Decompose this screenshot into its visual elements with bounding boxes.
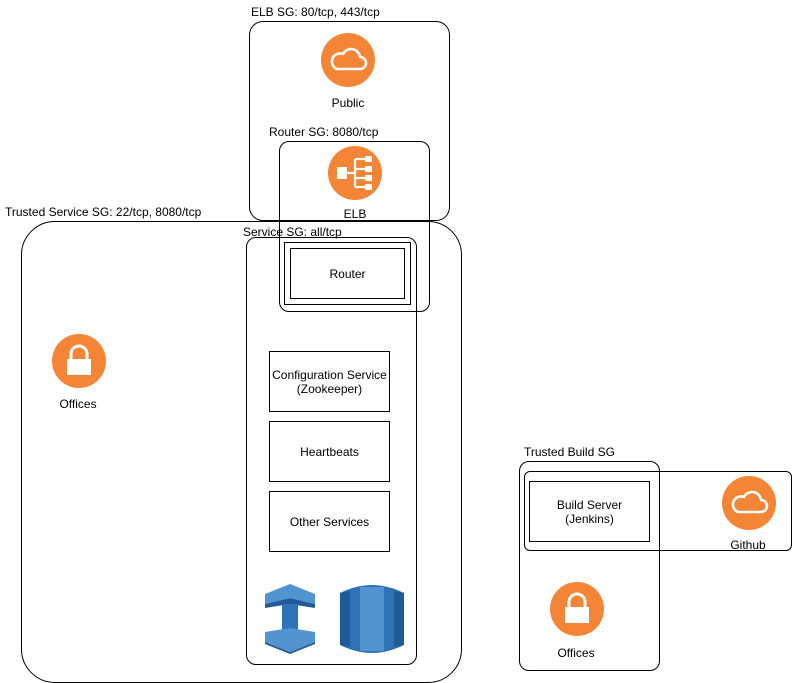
trusted-build-sg-label: Trusted Build SG: [524, 445, 615, 459]
offices-right-label: Offices: [557, 646, 595, 660]
cloud-icon: [321, 33, 375, 87]
lock-icon: [550, 582, 604, 636]
other-services-box: Other Services: [269, 491, 390, 552]
elb-sg-label: ELB SG: 80/tcp, 443/tcp: [251, 5, 380, 19]
heartbeats-box: Heartbeats: [269, 421, 390, 482]
service-sg-group: [246, 237, 417, 665]
router-sg-label: Router SG: 8080/tcp: [269, 125, 379, 139]
router-box: Router: [284, 242, 411, 305]
ecs-icon: [265, 584, 315, 654]
router-sg-group: [279, 141, 430, 312]
database-icon: [340, 585, 404, 653]
lock-icon: [52, 334, 106, 388]
load-balancer-icon: [328, 146, 382, 200]
cloud-icon: [722, 476, 776, 530]
configuration-service-box: Configuration Service (Zookeeper): [269, 351, 390, 412]
service-sg-label: Service SG: all/tcp: [243, 225, 342, 239]
trusted-service-sg-label: Trusted Service SG: 22/tcp, 8080/tcp: [5, 205, 202, 219]
github-label: Github: [730, 538, 766, 552]
elb-label: ELB: [343, 207, 367, 221]
github-group: [524, 471, 792, 551]
build-server-box: Build Server (Jenkins): [529, 481, 650, 542]
router-label: Router: [290, 248, 405, 299]
trusted-build-sg-group: [519, 461, 660, 671]
offices-left-label: Offices: [59, 397, 97, 411]
public-label: Public: [331, 96, 365, 110]
elb-sg-group: [249, 21, 450, 221]
